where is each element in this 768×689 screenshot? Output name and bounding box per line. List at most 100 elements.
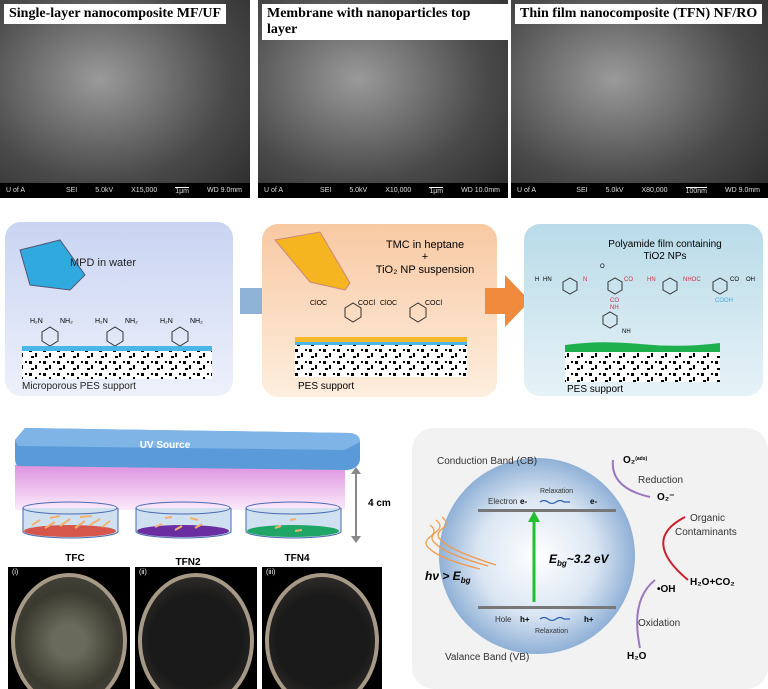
uv-test-setup: UV Source 4 cm TFC xyxy=(15,428,391,568)
chem-label: CO xyxy=(610,298,619,304)
step2-title: TMC in heptane xyxy=(386,239,464,251)
chem-label: CO xyxy=(624,277,633,283)
water-label: H₂O xyxy=(627,651,647,662)
photon-energy-label: hν > Ebg xyxy=(425,569,471,585)
synthesis-step-1: MPD in water H₂N NH₂ H₂N NH₂ H₂N NH₂ Mic… xyxy=(5,222,233,396)
sem-title: Thin film nanocomposite (TFN) NF/RO xyxy=(515,4,763,24)
chem-label: COCl xyxy=(358,300,376,307)
hole-symbol: h+ xyxy=(584,615,594,624)
oxidation-label: Oxidation xyxy=(638,618,680,629)
pes-support xyxy=(565,352,720,382)
chem-label: NH₂ xyxy=(60,318,73,325)
sem-info: WD 9.0mm xyxy=(725,186,760,194)
electron-symbol: e- xyxy=(520,497,527,506)
chem-label: NH₂ xyxy=(190,318,203,325)
petri-dish-tfn4 xyxy=(245,501,342,539)
mpd-molecules xyxy=(41,326,189,347)
conduction-band xyxy=(478,509,616,512)
tmc-molecules xyxy=(344,302,427,323)
oxidation-arrow xyxy=(636,579,656,649)
arrow-right-icon xyxy=(485,275,530,327)
chem-label: H₂N xyxy=(95,318,108,325)
contaminants-label: Contaminants xyxy=(675,527,737,538)
plate-photo-tfc: (i) xyxy=(8,567,130,689)
hole-label: Hole xyxy=(495,615,512,624)
sample-label-tfn4: TFN4 xyxy=(285,553,310,564)
degradation-arrow xyxy=(662,516,689,581)
sem-info: X15,000 xyxy=(131,186,158,194)
photocatalysis-diagram: Conduction Band (CB) Valance Band (VB) E… xyxy=(412,428,768,689)
water-layer xyxy=(22,346,212,351)
sem-panel-1: Single-layer nanocomposite MF/UF U of A … xyxy=(0,0,250,198)
step1-title: MPD in water xyxy=(70,257,136,269)
pes-support xyxy=(22,351,212,379)
plate-photo-tfn4: (iii) xyxy=(262,567,382,689)
petri-dish-tfn2 xyxy=(135,501,232,539)
sem-info: U of A xyxy=(264,187,284,194)
vb-label: Valance Band (VB) xyxy=(445,652,529,663)
hole-symbol: h+ xyxy=(520,615,530,624)
beaker-icon xyxy=(274,231,351,291)
sem-info: U of A xyxy=(6,187,26,194)
sem-info: 5.0kV xyxy=(605,186,624,194)
superoxide-label: O₂⁻ xyxy=(657,492,675,503)
chem-label: ClOC xyxy=(380,300,397,307)
chem-label: HN xyxy=(647,277,656,283)
scale-bar: 1μm xyxy=(175,186,189,195)
sem-info: SEI xyxy=(320,186,332,194)
chem-label: H₂N xyxy=(30,318,43,325)
relaxation-wave-icon xyxy=(539,499,570,505)
polyamide-layer xyxy=(565,342,720,352)
step2-plus: + xyxy=(422,251,428,263)
chem-label: CO xyxy=(730,277,739,283)
relaxation-label: Relaxation xyxy=(535,628,568,635)
relaxation-label: Relaxation xyxy=(540,488,573,495)
support-label: Microporous PES support xyxy=(22,381,136,392)
distance-label: 4 cm xyxy=(368,498,391,509)
uv-source-label: UV Source xyxy=(140,440,191,451)
sem-info: X80,000 xyxy=(641,186,668,194)
plate-tag: (iii) xyxy=(266,569,276,576)
support-label: PES support xyxy=(567,384,623,395)
polyamide-structure: H HN N CO HN NHOC CO OH CO NH COOH NH O xyxy=(535,264,755,335)
synthesis-step-2: TMC in heptane + TiO₂ NP suspension ClOC… xyxy=(262,224,497,397)
sem-info: X10,000 xyxy=(385,186,412,194)
chem-label: NH xyxy=(622,329,631,335)
water-layer xyxy=(295,342,467,345)
scale-bar: 1μm xyxy=(429,186,444,195)
chem-label: COCl xyxy=(425,300,443,307)
products-label: H₂O+CO₂ xyxy=(690,577,735,588)
electron-label: Electron xyxy=(488,497,517,506)
chem-label: HN xyxy=(543,277,552,283)
plate-tag: (i) xyxy=(12,569,19,576)
chem-label: O xyxy=(600,264,605,270)
sem-title: Membrane with nanoparticles top layer xyxy=(262,4,508,40)
chem-label: OH xyxy=(746,277,755,283)
chem-label: ClOC xyxy=(310,300,327,307)
step2-title: TiO₂ NP suspension xyxy=(376,264,474,276)
sem-panel-3: Thin film nanocomposite (TFN) NF/RO U of… xyxy=(511,0,768,198)
sem-info: U of A xyxy=(517,187,537,194)
sem-panel-2: Membrane with nanoparticles top layer U … xyxy=(258,0,508,198)
sem-info: 5.0kV xyxy=(349,186,368,194)
band-gap-label: Ebg~3.2 eV xyxy=(549,552,609,568)
tio2-particle xyxy=(439,458,635,654)
chem-label: H xyxy=(535,277,539,283)
chem-label: NH xyxy=(610,305,619,311)
cb-label: Conduction Band (CB) xyxy=(437,456,537,467)
pes-support xyxy=(295,345,467,377)
step3-title: Polyamide film containing xyxy=(608,239,721,250)
sem-info: SEI xyxy=(576,186,588,194)
sem-info: WD 9.0mm xyxy=(207,186,242,194)
sem-info: SEI xyxy=(65,186,78,194)
uv-glow xyxy=(15,465,345,510)
chem-label: NHOC xyxy=(683,277,701,283)
o2-ads-label: O₂(ads) xyxy=(623,455,648,466)
organic-label: Organic xyxy=(690,513,725,524)
chem-label: COOH xyxy=(715,298,733,304)
sample-label-tfc: TFC xyxy=(65,553,84,564)
sem-title: Single-layer nanocomposite MF/UF xyxy=(4,4,227,24)
